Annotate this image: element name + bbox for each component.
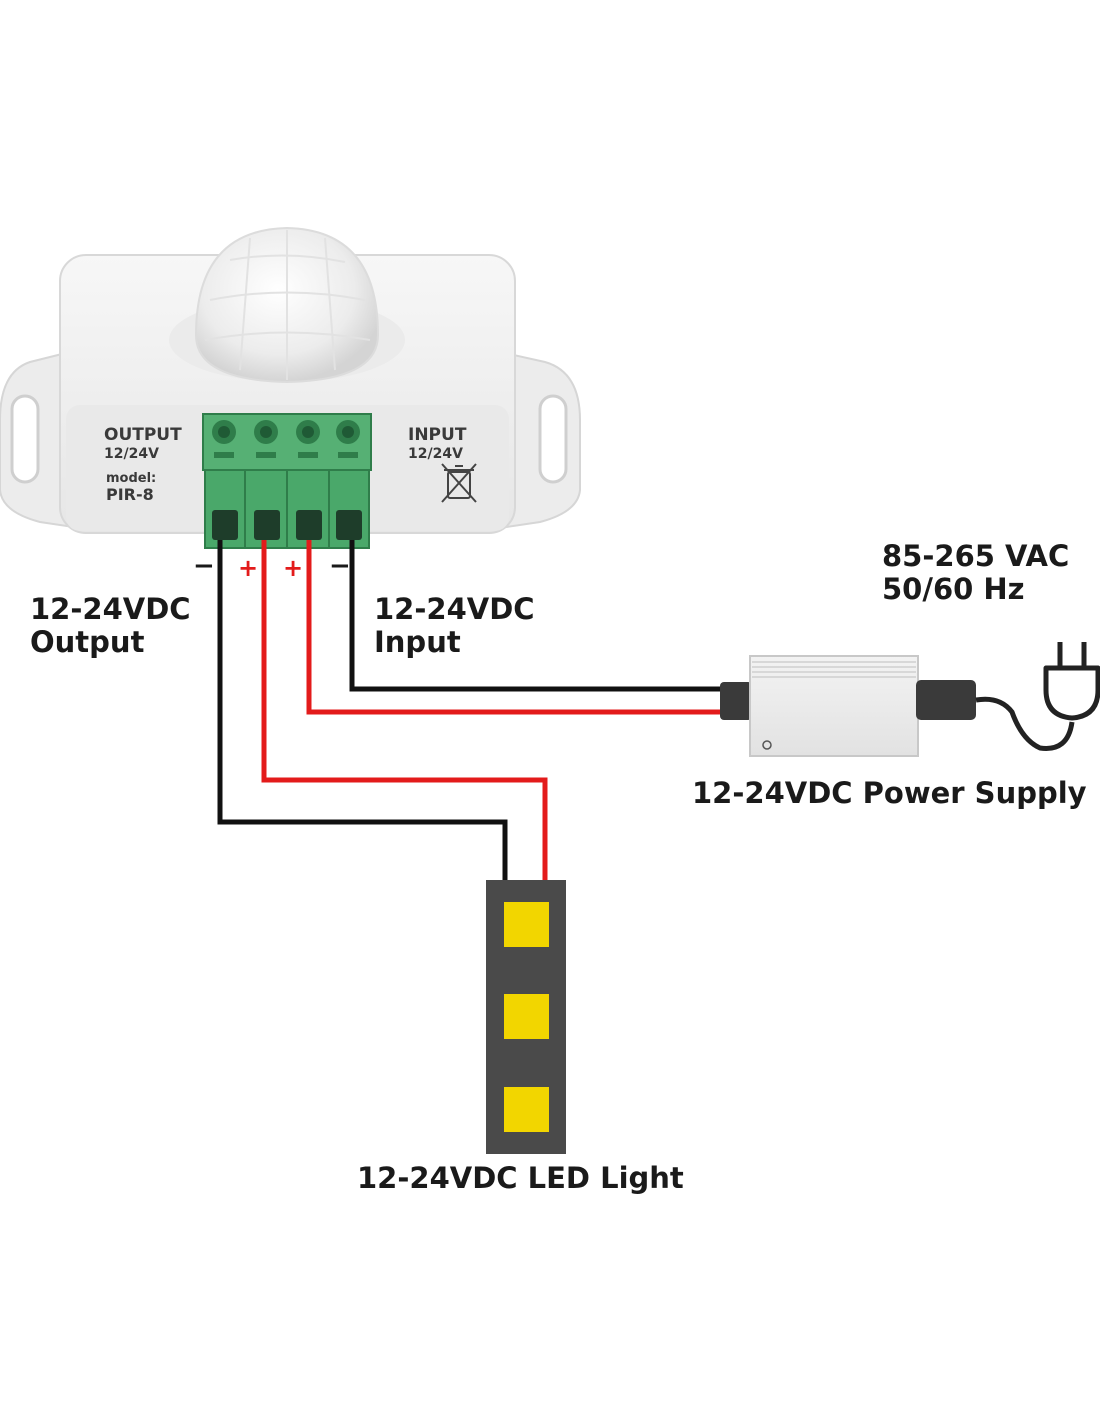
ac-connector (916, 680, 976, 720)
terminal-2-sign: + (238, 554, 258, 582)
input-panel-voltage: 12/24V (408, 446, 463, 462)
fresnel-facets (204, 230, 371, 380)
ac-voltage-label: 85-265 VAC (882, 539, 1069, 573)
dc-connector (720, 682, 752, 720)
psu-ribs (752, 661, 916, 678)
output-positive-wire (261, 540, 548, 882)
output-panel-voltage: 12/24V (104, 446, 159, 462)
power-supply (720, 642, 1100, 757)
left-mount-slot (10, 394, 40, 484)
psu-body (749, 655, 919, 757)
psu-indicator (762, 740, 772, 750)
input-negative-wire (349, 540, 724, 692)
ac-cord (975, 696, 1075, 751)
led-chip-1 (504, 902, 549, 947)
led-strip (486, 880, 566, 1154)
power-supply-label: 12-24VDC Power Supply (692, 776, 1087, 810)
pir-sensor: OUTPUT 12/24V model: PIR-8 INPUT 12/24V (0, 226, 581, 534)
terminal-3-sign: + (283, 554, 303, 582)
led-light-label: 12-24VDC LED Light (357, 1161, 684, 1195)
input-label-line1: 12-24VDC (374, 592, 535, 626)
output-label-line1: 12-24VDC (30, 592, 191, 626)
right-mount-slot (538, 394, 568, 484)
input-positive-wire (306, 540, 724, 715)
ac-frequency-label: 50/60 Hz (882, 572, 1025, 606)
wires (217, 540, 724, 882)
terminal-sockets (212, 510, 362, 540)
input-label-line2: Input (374, 625, 461, 659)
crossed-bin-icon (441, 463, 477, 503)
terminal-dividers (244, 470, 330, 548)
terminal-block (202, 413, 372, 549)
model-value: PIR-8 (106, 485, 154, 504)
output-label-line2: Output (30, 625, 145, 659)
led-chip-2 (504, 994, 549, 1039)
model-label: model: (106, 471, 156, 486)
output-negative-wire (217, 540, 508, 882)
led-chip-3 (504, 1087, 549, 1132)
output-panel-label: OUTPUT (104, 425, 182, 445)
terminal-4-sign: − (329, 551, 351, 581)
terminal-screws (212, 420, 360, 458)
input-panel-label: INPUT (408, 425, 467, 445)
plug-icon (1043, 642, 1100, 721)
terminal-1-sign: − (193, 551, 215, 581)
